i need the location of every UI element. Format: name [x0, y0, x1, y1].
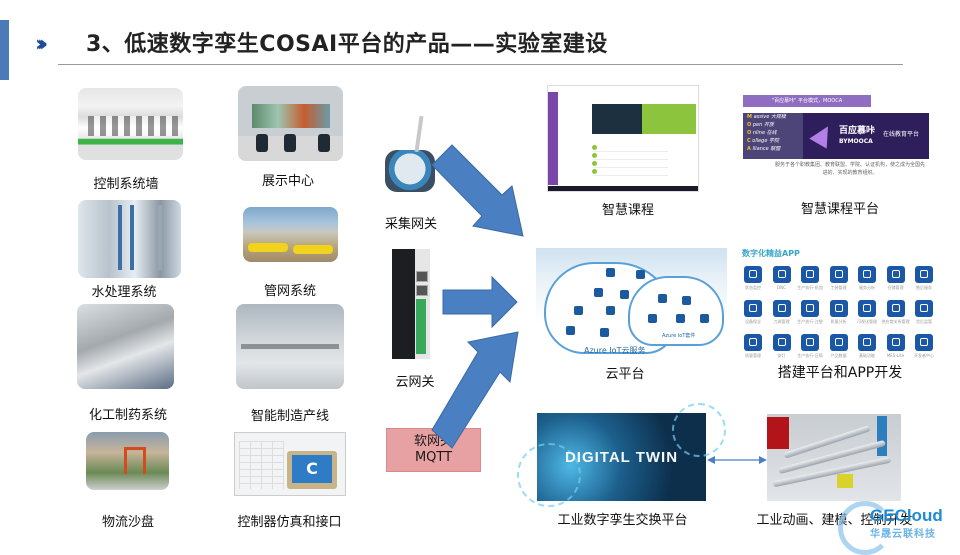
app-label: 质量管理	[745, 353, 761, 358]
azure-iot-suite-label: Azure IoT套件	[662, 333, 696, 339]
lab-label-smart-manufacturing: 智能制造产线	[250, 409, 329, 424]
app-icon	[858, 266, 876, 283]
logo-name: GECloud	[870, 506, 943, 525]
smart-manufacturing-image	[236, 304, 344, 389]
mooc-strip: "百应慕咔" 平台模式，MOOCA	[743, 95, 871, 107]
digital-twin-image: DIGITAL TWIN	[517, 403, 726, 507]
collect-gateway-device	[385, 115, 435, 192]
control-wall-image	[78, 88, 183, 160]
water-treatment-image	[78, 200, 181, 278]
arrow-soft-gateway-to-cloud	[431, 331, 519, 449]
app-label: 产品数据	[830, 353, 847, 358]
app-label: 安灯	[777, 353, 786, 358]
smart-course-platform-label: 智慧课程平台	[800, 202, 879, 217]
app-icon	[801, 300, 819, 317]
app-icon	[915, 300, 933, 317]
app-grid: 数字化精益APP 状态监控 DNC 生产执行-机加 工装管理 服务分析 仓储管理 售后服务设…	[738, 248, 943, 358]
lab-label-pipe-network: 管网系统	[263, 284, 316, 299]
left-accent-bar	[0, 20, 9, 80]
app-icon	[858, 300, 876, 317]
lab-label-water-treatment: 水处理系统	[91, 285, 157, 300]
flow-arrows	[431, 144, 524, 449]
logistics-sandbox-image	[86, 432, 169, 490]
display-center-image	[238, 86, 343, 161]
app-icon	[886, 300, 905, 317]
app-label: 生产执行-压铸	[797, 353, 823, 358]
controller-sim-image: C	[234, 432, 346, 496]
bird-logo-icon	[809, 121, 837, 149]
page-title: 3、低速数字孪生COSAI平台的产品——实验室建设	[86, 32, 608, 57]
app-icon	[829, 300, 848, 317]
app-icon	[829, 334, 848, 351]
app-label: 刀具管理	[773, 319, 790, 324]
app-icon	[801, 266, 819, 283]
soft-gateway-box: 软网关 MQTT	[386, 428, 481, 472]
apps-title: 数字化精益APP	[742, 249, 800, 258]
app-label: 可视化管理	[857, 319, 877, 324]
mooc-brand-en: BYMOOCA	[839, 138, 873, 145]
lab-label-display-center: 展示中心	[261, 174, 314, 189]
app-icon	[915, 266, 933, 283]
mooc-tagline: 在线教育平台	[883, 131, 920, 138]
twin-exchange-label: 工业数字孪生交换平台	[557, 513, 688, 528]
lab-label-controller-sim: 控制器仿真和接口	[237, 515, 342, 530]
lab-label-control-wall: 控制系统墙	[93, 177, 159, 192]
app-label: 工装管理	[830, 285, 847, 290]
cloud-platform-image: Azure IoT云服务 Azure IoT套件	[536, 248, 727, 356]
app-icon	[915, 334, 933, 351]
app-label: 生产执行-注塑	[797, 319, 823, 324]
app-icon	[858, 334, 876, 351]
lab-label-chemical-pharma: 化工制药系统	[88, 408, 167, 423]
digital-twin-overlay: DIGITAL TWIN	[564, 449, 679, 466]
soft-gateway-protocol: MQTT	[414, 450, 453, 465]
app-icon	[772, 266, 791, 283]
app-icon	[772, 300, 791, 317]
arrow-collect-to-cloud	[431, 144, 524, 237]
mooc-platform-image: "百应慕咔" 平台模式，MOOCA M assive 大规模 O pen 开放 …	[743, 95, 929, 176]
pipe-network-image	[243, 207, 338, 262]
app-icon	[744, 334, 762, 351]
lab-label-logistics-sandbox: 物流沙盘	[101, 515, 154, 530]
app-icon	[886, 334, 905, 351]
arrow-cloud-gateway-to-cloud	[442, 275, 518, 329]
app-label: MES-Lite	[886, 353, 905, 358]
smart-course-screenshot	[547, 85, 699, 192]
app-label: 开发者中心	[914, 353, 934, 358]
app-label: 仓储管理	[887, 285, 904, 290]
app-label: 基础功能	[859, 353, 875, 358]
cloud-gateway-device	[392, 249, 430, 359]
mooc-brand: 百应慕咔	[839, 126, 876, 136]
app-icon	[801, 334, 819, 351]
app-label: 售后服务	[916, 285, 932, 290]
app-icon	[744, 266, 762, 283]
app-icon	[772, 334, 791, 351]
smart-course-label: 智慧课程	[601, 203, 654, 218]
mooc-note: 服务于各个职教集团、教育联盟、学院、认证机构，使之成为全国先进的、实现的教育组织…	[775, 162, 926, 176]
cloud-gateway-label: 云网关	[395, 375, 435, 390]
app-label: 供应商关系管理	[881, 319, 910, 324]
industrial-animation-image	[767, 414, 901, 501]
company-logo: GECloud 华晟云联科技	[838, 501, 957, 555]
app-icon	[829, 266, 848, 283]
app-platform-label: 搭建平台和APP开发	[777, 365, 903, 381]
app-label: 设备保全	[745, 319, 761, 324]
collect-gateway-label: 采集网关	[384, 217, 437, 232]
app-label: 货后监管	[916, 319, 932, 324]
app-label: DNC	[777, 285, 786, 290]
azure-iot-service-label: Azure IoT云服务	[584, 346, 646, 355]
app-icon	[744, 300, 762, 317]
cloud-platform-label: 云平台	[605, 367, 645, 382]
bidirectional-arrow	[707, 456, 767, 464]
app-label: 服务分析	[859, 285, 875, 290]
logo-cn: 华晟云联科技	[870, 529, 936, 540]
app-label: 质量分析	[830, 319, 847, 324]
app-icon	[886, 266, 905, 283]
app-label: 状态监控	[745, 285, 761, 290]
app-label: 生产执行-机加	[797, 285, 823, 290]
title-divider	[58, 64, 903, 65]
chemical-pharma-image	[77, 304, 174, 389]
